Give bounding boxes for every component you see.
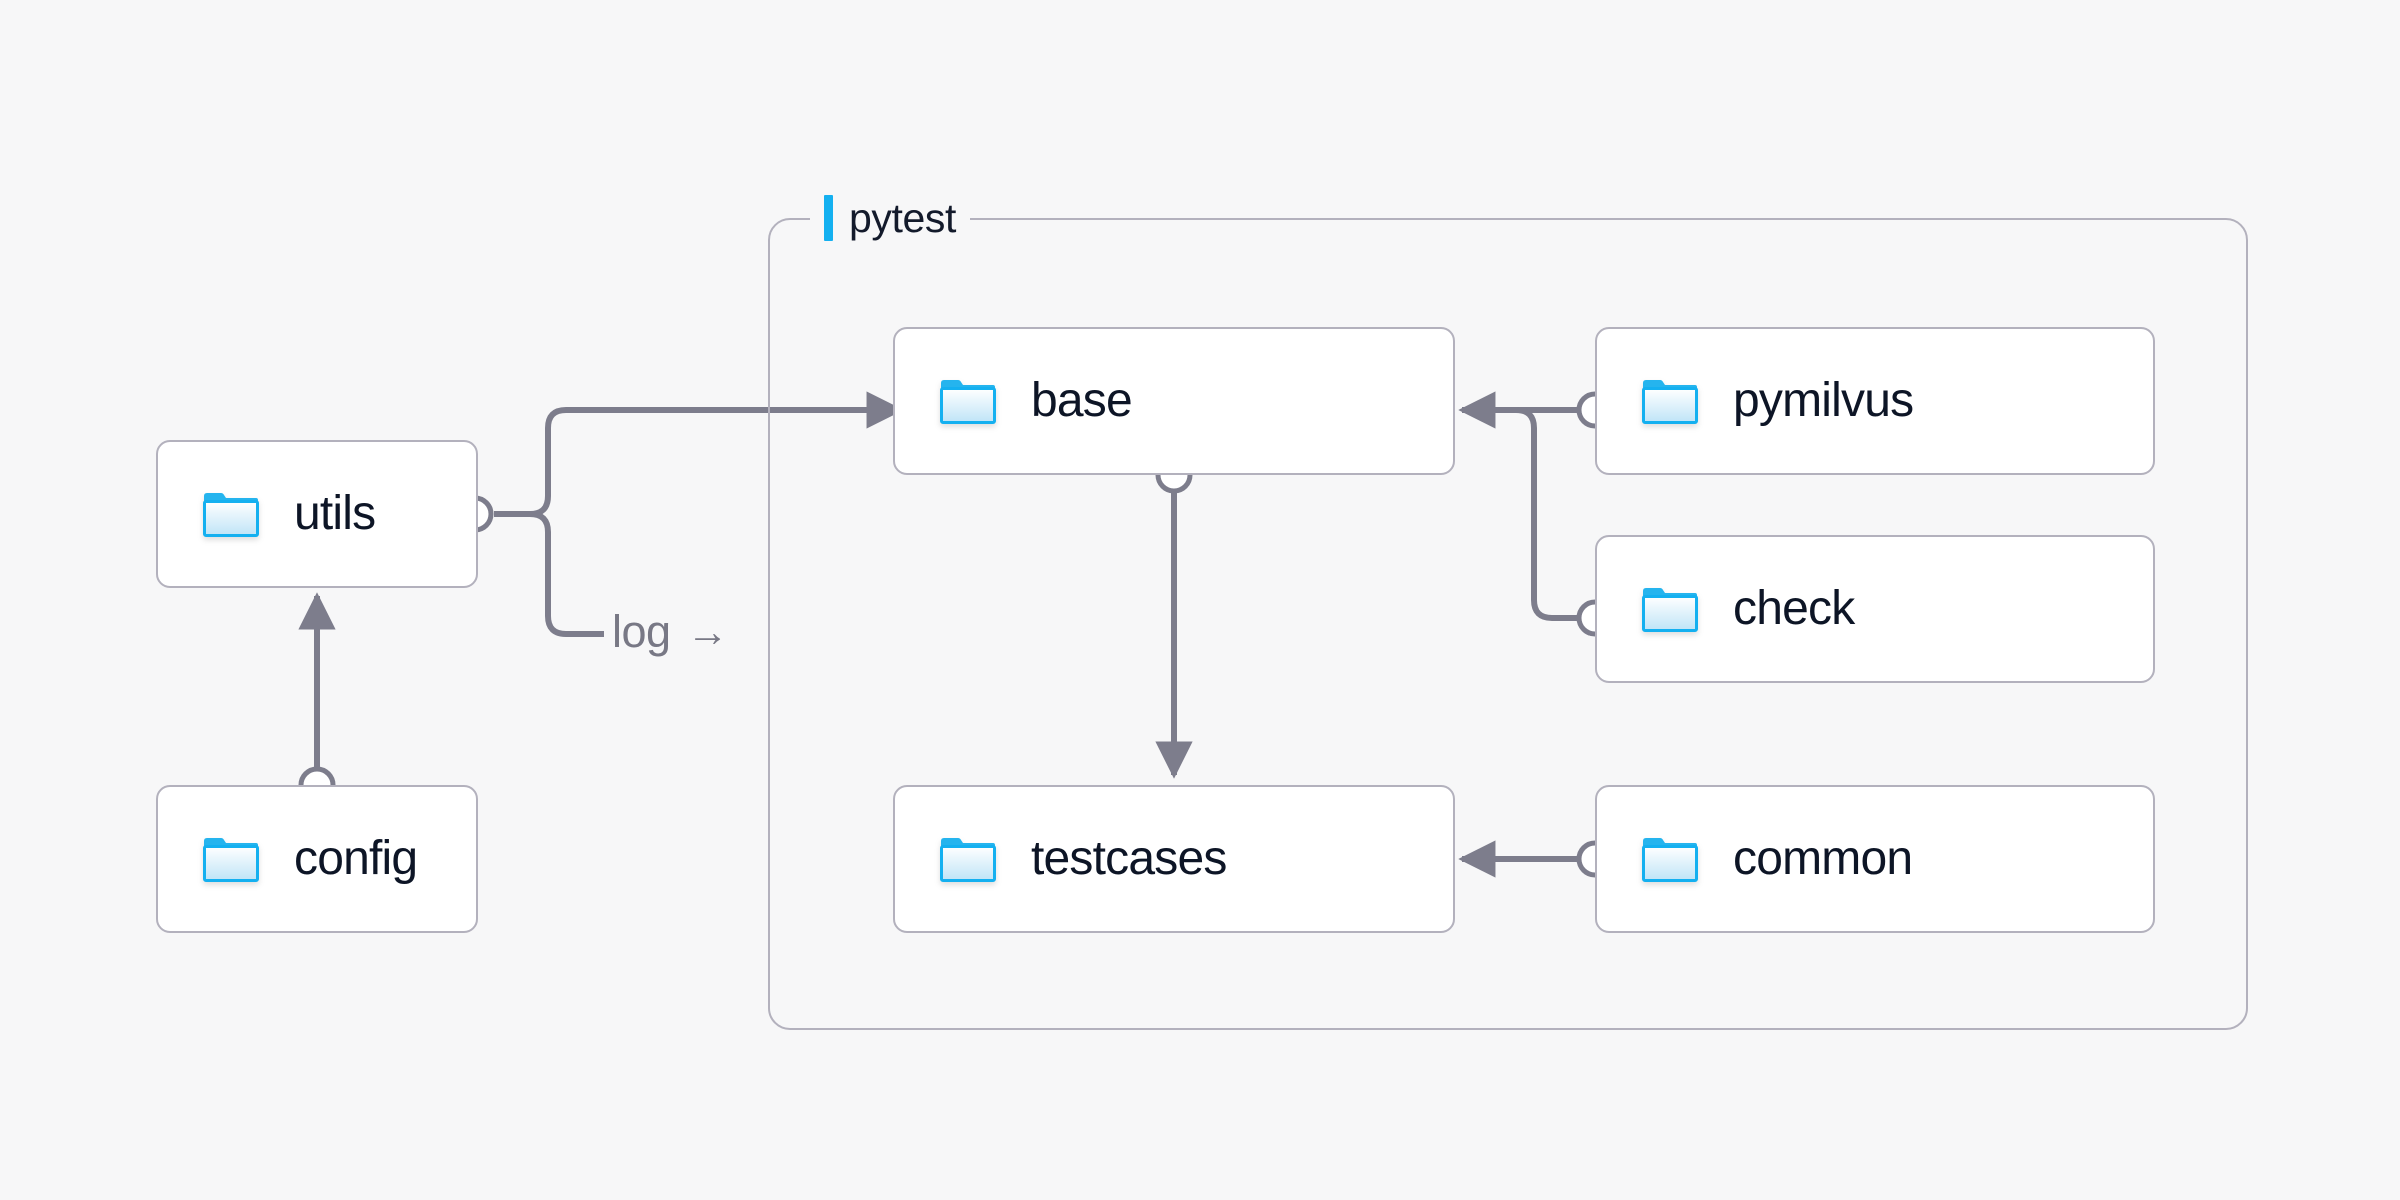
group-accent-bar	[824, 195, 833, 241]
node-testcases[interactable]: testcases	[893, 785, 1455, 933]
node-common[interactable]: common	[1595, 785, 2155, 933]
node-label: common	[1733, 832, 1913, 885]
node-label: config	[294, 832, 418, 885]
edge-label-log-text: log	[612, 606, 671, 657]
folder-icon	[1641, 585, 1699, 633]
folder-icon	[202, 835, 260, 883]
node-label: base	[1031, 374, 1133, 427]
folder-icon	[1641, 377, 1699, 425]
folder-icon	[202, 490, 260, 538]
node-label: pymilvus	[1733, 374, 1914, 427]
node-pymilvus[interactable]: pymilvus	[1595, 327, 2155, 475]
node-config[interactable]: config	[156, 785, 478, 933]
folder-icon	[939, 835, 997, 883]
arrow-right-icon: →	[686, 608, 729, 655]
node-label: testcases	[1031, 832, 1227, 885]
node-label: check	[1733, 582, 1855, 635]
node-base[interactable]: base	[893, 327, 1455, 475]
node-utils[interactable]: utils	[156, 440, 478, 588]
group-pytest-label: pytest	[810, 192, 970, 244]
folder-icon	[939, 377, 997, 425]
folder-icon	[1641, 835, 1699, 883]
node-check[interactable]: check	[1595, 535, 2155, 683]
group-label-text: pytest	[849, 194, 956, 241]
node-label: utils	[294, 487, 376, 540]
edge-label-log: log →	[604, 606, 737, 658]
edge-utils-log	[494, 511, 616, 637]
group-pytest[interactable]	[768, 218, 2248, 1030]
edge-check-base	[1470, 407, 1580, 621]
